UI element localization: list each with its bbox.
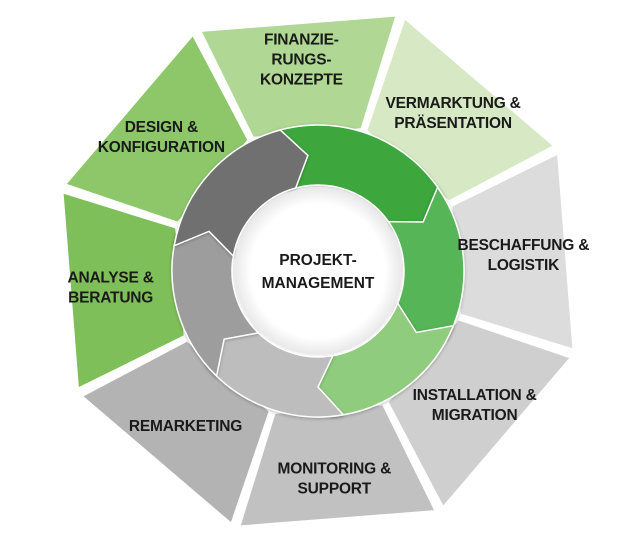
segment-label-7: REMARKETING: [129, 418, 242, 435]
segment-2: [197, 13, 400, 140]
segment-label-2: FINANZIE- RUNGS- KONZEPTE: [260, 32, 343, 89]
segment-6: [236, 402, 439, 529]
segment-label-5-line-0: INSTALLATION &: [413, 387, 537, 404]
segment-label-5: INSTALLATION & MIGRATION: [413, 387, 537, 424]
segment-label-1-line-1: KONFIGURATION: [98, 139, 225, 156]
center-label-line-2: MANAGEMENT: [262, 275, 375, 292]
center-label-line-1: PROJEKT-: [279, 252, 357, 269]
segment-label-2-line-2: KONZEPTE: [260, 72, 343, 89]
segment-5: [385, 316, 575, 511]
segment-label-4: BESCHAFFUNG & LOGISTIK: [457, 237, 589, 274]
segment-label-1-line-0: DESIGN &: [125, 119, 198, 136]
segment-1: [61, 31, 251, 226]
cycle-arrow-5: [173, 129, 309, 258]
segment-label-3-line-0: VERMARKTUNG &: [385, 95, 520, 112]
segment-3: [363, 14, 558, 204]
segment-label-3-line-1: PRÄSENTATION: [394, 115, 512, 132]
segment-label-4-line-1: LOGISTIK: [488, 257, 561, 274]
segment-label-6-line-1: SUPPORT: [298, 480, 372, 497]
segment-label-0: ANALYSE & BERATUNG: [67, 269, 153, 306]
segment-label-4-line-0: BESCHAFFUNG &: [457, 237, 589, 254]
segment-label-5-line-1: MIGRATION: [432, 407, 518, 424]
segment-label-6: MONITORING & SUPPORT: [278, 460, 392, 497]
center-circle: [234, 187, 402, 355]
outer-segment-ring: [60, 13, 576, 529]
segment-label-1: DESIGN & KONFIGURATION: [98, 119, 225, 156]
segment-label-3: VERMARKTUNG & PRÄSENTATION: [385, 95, 520, 132]
cycle-arrow-ring: [171, 124, 465, 418]
segment-0: [60, 189, 187, 392]
segment-label-2-line-0: FINANZIE-: [264, 32, 339, 49]
segment-label-7-line-0: REMARKETING: [129, 418, 242, 435]
segment-label-0-line-0: ANALYSE &: [67, 269, 153, 286]
center-hub: PROJEKT- MANAGEMENT: [234, 187, 402, 355]
segment-4: [449, 150, 576, 353]
segment-labels: ANALYSE & BERATUNG DESIGN & KONFIGURATION FI…: [67, 32, 589, 498]
segment-label-2-line-1: RUNGS-: [271, 52, 331, 69]
segment-7: [78, 338, 273, 528]
segment-label-0-line-1: BERATUNG: [68, 289, 153, 306]
segment-label-6-line-0: MONITORING &: [278, 460, 392, 477]
